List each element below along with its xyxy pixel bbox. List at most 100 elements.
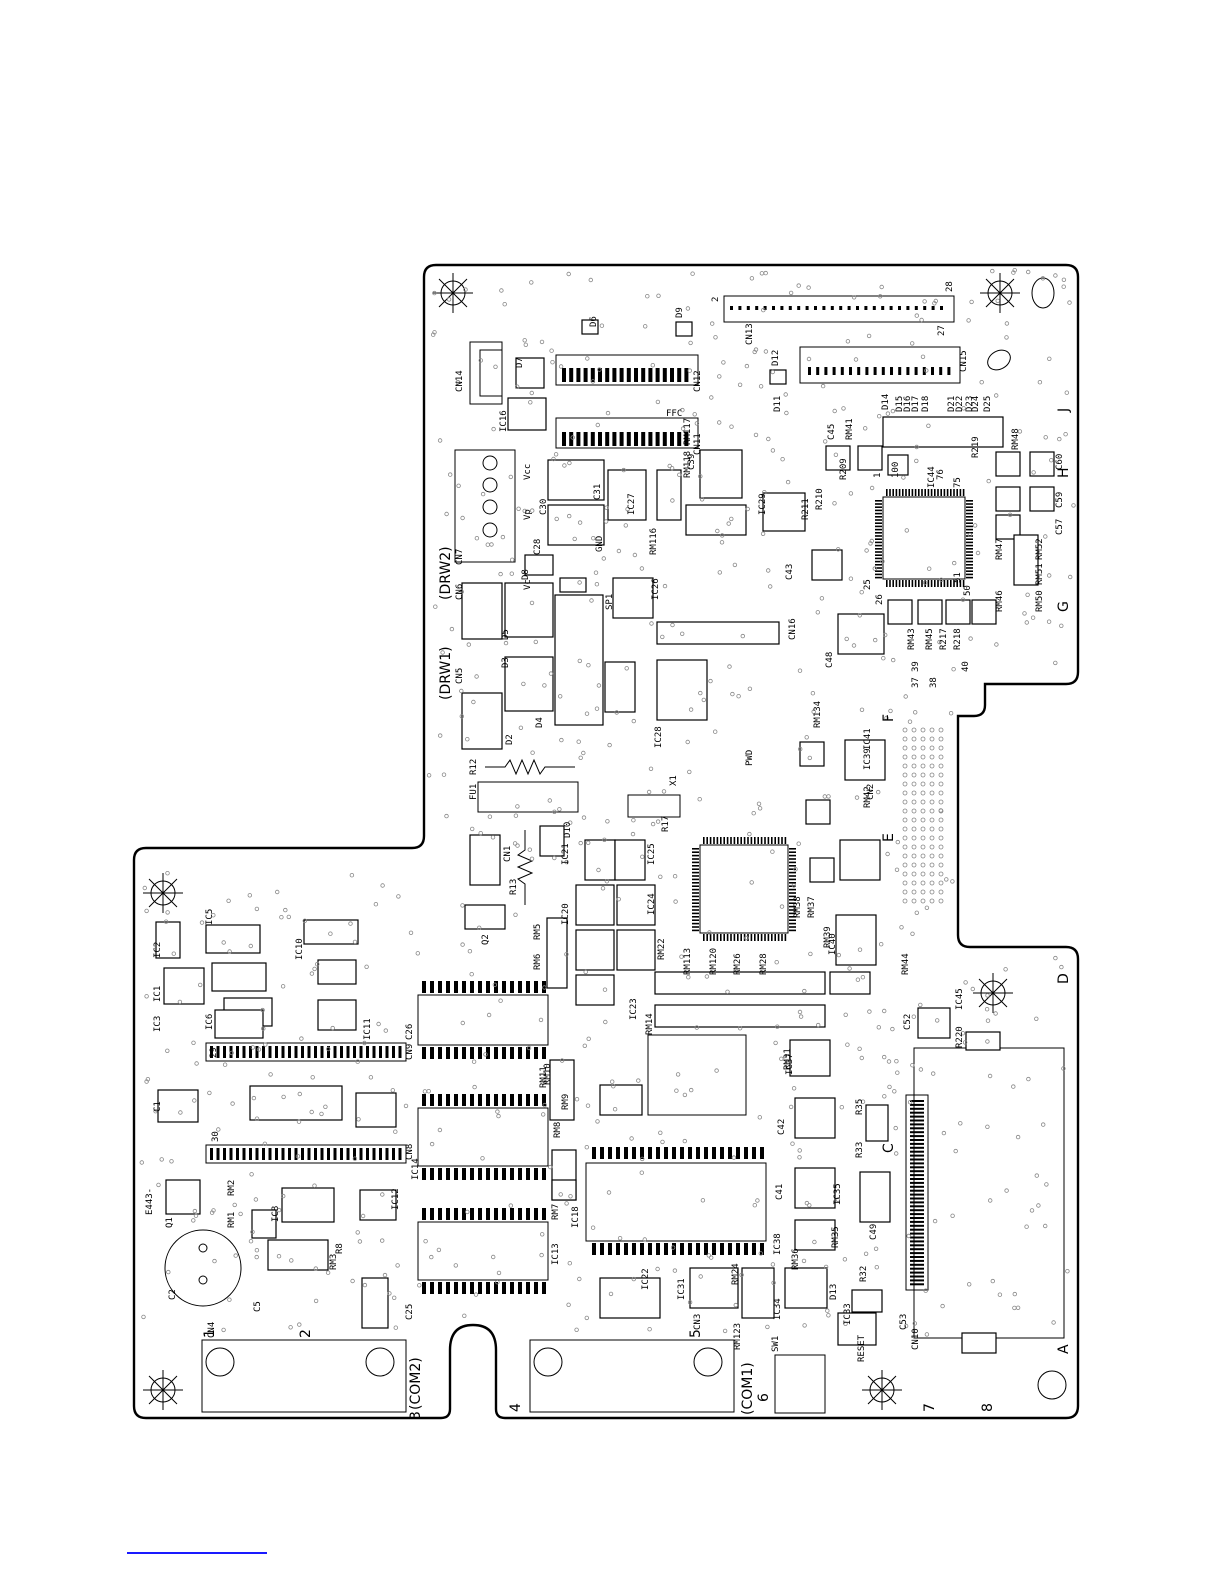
label-drw2: (DRW2) <box>438 546 454 600</box>
ic44-pin <box>927 489 930 496</box>
via <box>1015 1305 1021 1310</box>
ic44-pin <box>934 489 936 496</box>
via <box>1022 611 1027 616</box>
ic-44-cpu <box>882 496 966 580</box>
via <box>929 871 935 877</box>
cn11-pin <box>590 432 595 446</box>
silk-label-rm11: RM11 <box>539 1066 549 1088</box>
ic28-pin <box>733 934 736 941</box>
via <box>521 681 526 687</box>
via <box>807 1203 812 1208</box>
via <box>165 910 170 915</box>
via <box>529 600 535 606</box>
component-block <box>965 1031 1001 1051</box>
via <box>687 769 692 775</box>
silk-label-ic29: IC29 <box>758 493 768 515</box>
via <box>247 893 252 898</box>
ic44-pin <box>875 512 882 515</box>
via <box>717 420 722 425</box>
via <box>948 711 954 716</box>
via <box>350 1278 355 1284</box>
ic44-pin <box>946 489 949 496</box>
component-block <box>163 967 205 1005</box>
via <box>1015 1134 1021 1140</box>
via <box>558 1192 563 1197</box>
via <box>872 566 877 571</box>
ic-dip-upper <box>417 994 549 1046</box>
via <box>648 766 654 771</box>
via <box>825 1308 830 1313</box>
via <box>586 1036 591 1041</box>
via <box>770 1262 776 1267</box>
silk-label-vc: Vc <box>523 579 533 590</box>
via <box>902 835 908 841</box>
connector-cn8 <box>205 1144 407 1164</box>
via <box>768 584 773 589</box>
via <box>460 1020 465 1026</box>
silk-label-d2: D2 <box>505 734 515 745</box>
dip-pin <box>478 981 482 993</box>
component-block <box>616 929 656 971</box>
via <box>832 408 837 414</box>
via <box>804 1200 810 1206</box>
ic44-pin <box>953 580 955 587</box>
via <box>568 820 573 825</box>
via <box>192 1098 197 1103</box>
via <box>199 920 205 925</box>
via <box>863 426 868 431</box>
ic44-pin <box>966 500 973 502</box>
via <box>920 880 926 886</box>
via <box>602 837 607 842</box>
via <box>911 889 917 895</box>
via <box>993 1011 998 1016</box>
via <box>793 867 798 872</box>
cn-pin <box>372 1148 376 1160</box>
via <box>1030 615 1036 620</box>
via <box>914 444 919 450</box>
silk-label-cn1: CN1 <box>503 846 513 862</box>
dip-pin <box>518 981 522 993</box>
via <box>460 515 465 521</box>
silk-label-c60: C60 <box>1055 454 1065 470</box>
via <box>540 1232 545 1237</box>
component-block <box>654 1004 826 1028</box>
silk-label-rm36: RM36 <box>791 1248 801 1270</box>
via <box>910 1062 915 1068</box>
via <box>929 799 935 805</box>
dip-pin <box>760 1147 764 1159</box>
component-block <box>809 857 835 883</box>
cn10-pin <box>910 1263 924 1266</box>
dip-pin <box>462 1047 466 1059</box>
component-block <box>685 504 747 536</box>
edge-marker-j: J <box>1056 408 1072 413</box>
dip-pin <box>494 1168 498 1180</box>
via <box>166 1269 171 1275</box>
via <box>929 781 935 787</box>
via <box>911 880 917 886</box>
via <box>774 960 779 965</box>
via <box>918 1067 924 1072</box>
via <box>884 715 889 721</box>
via <box>474 674 479 679</box>
via <box>448 472 453 477</box>
via <box>722 1328 728 1334</box>
via <box>920 745 926 751</box>
silk-label-ic5: IC5 <box>205 909 215 925</box>
via <box>929 727 935 733</box>
via <box>902 871 908 877</box>
buzzer-bz1-hole <box>198 1243 208 1253</box>
via <box>927 566 932 571</box>
ic28-pin <box>692 902 699 904</box>
ic44-pin <box>875 522 882 524</box>
via <box>938 889 944 895</box>
via <box>281 1094 286 1100</box>
via <box>699 497 705 502</box>
footer-link-underline[interactable] <box>127 1552 267 1554</box>
cn13-pin <box>898 306 901 310</box>
via <box>761 307 766 313</box>
cn-pin <box>255 1046 259 1058</box>
cn15-pin <box>865 367 869 375</box>
via <box>249 1172 254 1177</box>
component-block <box>575 929 615 971</box>
